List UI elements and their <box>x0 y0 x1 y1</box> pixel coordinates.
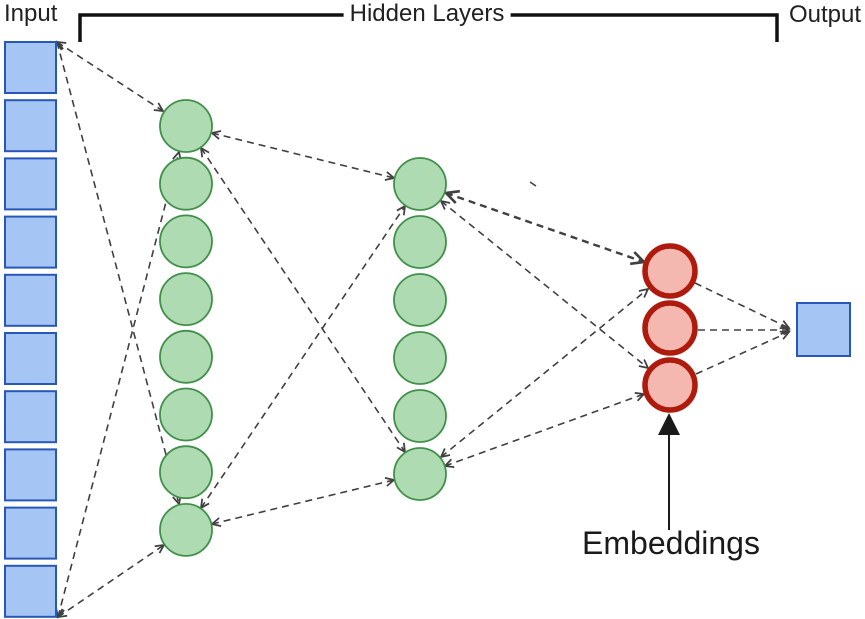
connection-line <box>694 282 789 328</box>
output-node <box>796 302 851 357</box>
hidden-node <box>159 99 213 153</box>
stray-mark <box>529 181 537 187</box>
connection-line <box>441 289 648 457</box>
connection-line <box>441 201 648 368</box>
hidden-node <box>393 215 447 269</box>
output-label: Output <box>789 1 862 28</box>
connection-line <box>57 42 179 504</box>
connection-line <box>212 133 394 178</box>
hidden-node <box>159 445 213 500</box>
embeddings-arrowhead <box>658 413 680 435</box>
hidden-node <box>159 156 213 211</box>
connection-line <box>695 332 789 375</box>
hidden-node <box>393 157 447 211</box>
connection-line <box>201 148 405 452</box>
embedding-node <box>642 357 698 413</box>
hidden-node <box>159 503 213 557</box>
input-node <box>4 273 57 327</box>
hidden-node <box>393 331 447 385</box>
input-node <box>4 390 57 444</box>
input-node <box>4 564 57 618</box>
hidden-node <box>159 387 213 442</box>
hidden-node <box>393 273 447 327</box>
input-node <box>4 332 57 385</box>
hidden-node <box>159 329 213 384</box>
connection-line <box>58 545 164 617</box>
input-node <box>4 448 57 502</box>
hidden-node <box>393 447 447 501</box>
input-node <box>4 99 57 153</box>
input-node <box>4 41 57 94</box>
connection-line <box>201 206 405 508</box>
embedding-node <box>642 243 698 299</box>
hidden-node <box>159 272 213 327</box>
connection-line <box>445 394 644 466</box>
connection-line <box>58 152 179 617</box>
hidden-layers-label: Hidden Layers <box>343 0 511 28</box>
input-node <box>4 215 57 269</box>
embeddings-label: Embeddings <box>582 525 760 561</box>
input-node <box>4 157 57 211</box>
hidden-node <box>393 389 447 443</box>
embedding-node <box>642 300 698 356</box>
connection-line <box>212 480 394 524</box>
hidden-node <box>159 214 213 269</box>
connection-line <box>446 193 644 262</box>
input-label: Input <box>4 0 58 27</box>
input-node <box>4 506 57 560</box>
